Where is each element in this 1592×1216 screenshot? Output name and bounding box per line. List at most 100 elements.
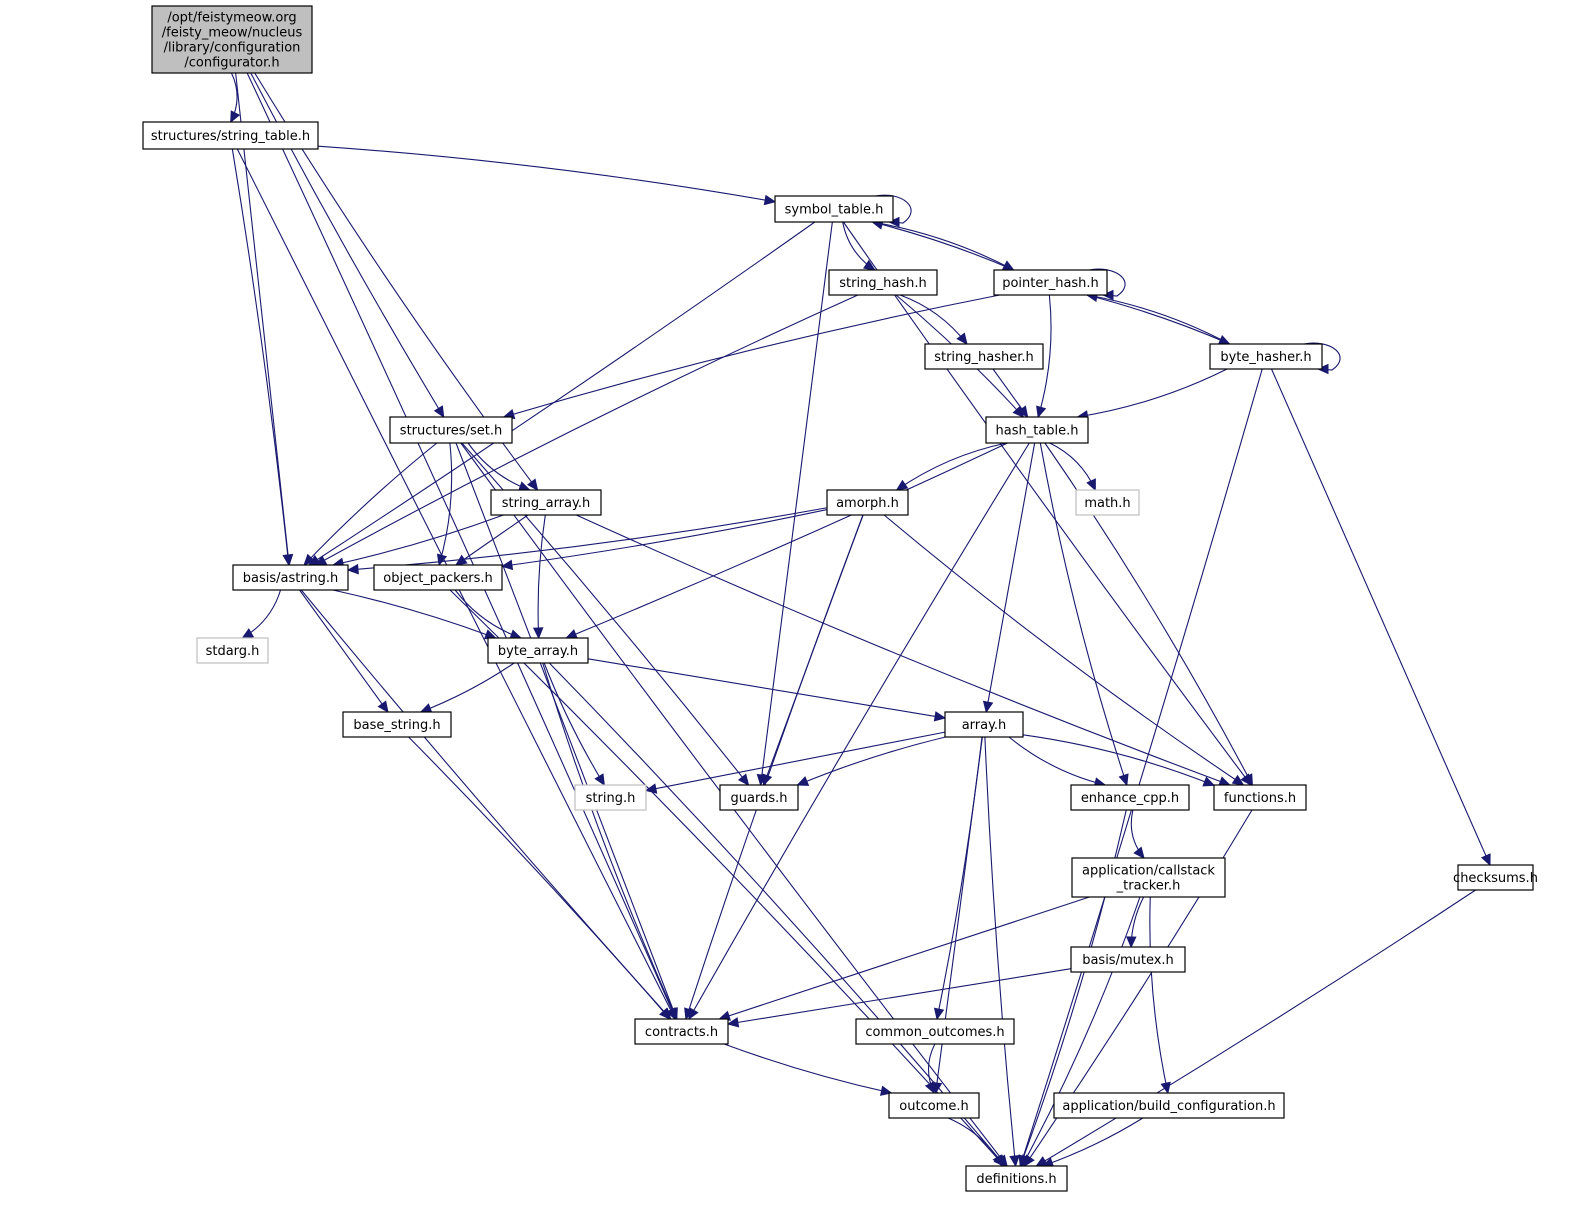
edge-set-to-contracts — [455, 442, 678, 1021]
edge-line — [315, 294, 859, 566]
node-string-hash[interactable]: string_hash.h — [828, 269, 938, 296]
node-functions[interactable]: functions.h — [1213, 784, 1307, 811]
edge-line — [1008, 736, 1106, 786]
node-box — [196, 637, 269, 664]
edge-line — [1149, 896, 1169, 1094]
node-box — [1075, 489, 1140, 516]
node-definitions[interactable]: definitions.h — [965, 1165, 1068, 1192]
node-string-array[interactable]: string_array.h — [490, 489, 602, 516]
node-amorph[interactable]: amorph.h — [826, 489, 909, 516]
arrowhead — [982, 700, 994, 714]
node-checksums[interactable]: checksums.h — [1453, 864, 1538, 891]
node-label: /library/configuration — [164, 41, 301, 56]
node-enhance-cpp[interactable]: enhance_cpp.h — [1070, 784, 1190, 811]
edge-line — [420, 662, 515, 713]
node-label: string_hash.h — [839, 276, 926, 291]
arrowhead — [1316, 363, 1329, 375]
node-math[interactable]: math.h — [1075, 489, 1140, 516]
edge-callstack-to-mutex — [1126, 896, 1145, 949]
node-byte-array[interactable]: byte_array.h — [487, 637, 589, 664]
arrowhead — [436, 553, 448, 567]
node-box — [888, 1092, 980, 1119]
arrowhead — [1242, 773, 1253, 787]
node-base-string[interactable]: base_string.h — [342, 711, 452, 738]
edge-line — [566, 442, 1008, 639]
node-box — [342, 711, 452, 738]
node-label: outcome.h — [899, 1099, 968, 1114]
arrowhead — [933, 1007, 945, 1021]
node-box — [993, 269, 1108, 296]
edge-base_string-to-contracts — [408, 736, 671, 1020]
node-label: byte_array.h — [498, 644, 578, 659]
edge-line — [723, 1043, 892, 1094]
arrowhead — [532, 627, 544, 640]
node-outcome[interactable]: outcome.h — [888, 1092, 980, 1119]
arrowhead — [565, 629, 579, 639]
edge-object_packers-to-definitions — [449, 589, 1006, 1167]
node-symbol-table[interactable]: symbol_table.h — [774, 195, 894, 223]
node-label: byte_hasher.h — [1220, 350, 1311, 365]
edge-line — [727, 968, 1072, 1025]
edge-string_array-to-byte_array — [532, 514, 546, 640]
node-pointer-hash[interactable]: pointer_hash.h — [993, 269, 1108, 296]
node-contracts[interactable]: contracts.h — [634, 1018, 729, 1045]
edge-set-to-string_array — [467, 442, 531, 492]
edge-symbol_table-to-string_hash — [842, 221, 876, 271]
edge-array-to-enhance_cpp — [1008, 736, 1107, 788]
node-label: application/callstack — [1082, 864, 1215, 879]
edge-pointer_hash-to-byte_hasher — [1086, 294, 1231, 345]
node-byte-hasher[interactable]: byte_hasher.h — [1209, 343, 1323, 370]
edge-hash_table-to-math — [1049, 442, 1096, 492]
edge-line — [883, 514, 1244, 786]
node-string-hasher[interactable]: string_hasher.h — [924, 343, 1044, 370]
node-string-table[interactable]: structures/string_table.h — [142, 121, 319, 150]
node-stdarg[interactable]: stdarg.h — [196, 637, 269, 664]
edge-line — [1077, 368, 1228, 418]
edge-line — [250, 72, 445, 418]
node-box — [1053, 1092, 1285, 1119]
node-string-h[interactable]: string.h — [574, 784, 647, 811]
edge-byte_array-to-string_h — [543, 662, 605, 787]
edge-line — [1022, 734, 1215, 786]
node-root[interactable]: /opt/feistymeow.org/feisty_meow/nucleus/… — [151, 5, 313, 74]
node-label: pointer_hash.h — [1002, 276, 1099, 291]
node-label: stdarg.h — [206, 644, 260, 659]
arrowhead — [1231, 774, 1245, 786]
arrowhead — [230, 110, 241, 124]
edge-astring-to-stdarg — [241, 589, 282, 639]
node-box — [924, 343, 1044, 370]
edge-line — [760, 221, 833, 786]
edge-byte_hasher-to-hash_table — [1076, 368, 1228, 421]
node-label: math.h — [1084, 496, 1130, 511]
node-guards[interactable]: guards.h — [719, 784, 799, 811]
arrowhead — [1133, 846, 1145, 859]
node-hash-table[interactable]: hash_table.h — [985, 416, 1089, 444]
node-astring[interactable]: basis/astring.h — [232, 564, 349, 591]
edge-symbol_table-to-symbol_table — [874, 194, 912, 228]
node-box — [232, 564, 349, 591]
edge-line — [1042, 1117, 1144, 1167]
edge-line — [246, 72, 677, 1020]
edge-line — [303, 442, 438, 566]
edge-line — [985, 442, 1036, 713]
node-callstack[interactable]: application/callstack_tracker.h — [1071, 857, 1226, 898]
arrowhead — [282, 553, 293, 567]
node-array[interactable]: array.h — [944, 711, 1024, 738]
arrowhead — [737, 773, 750, 786]
node-object-packers[interactable]: object_packers.h — [373, 564, 503, 591]
node-label: application/build_configuration.h — [1062, 1099, 1275, 1114]
node-build-configuration[interactable]: application/build_configuration.h — [1053, 1092, 1285, 1119]
node-box — [944, 711, 1024, 738]
edge-pointer_hash-to-hash_table — [1036, 294, 1052, 419]
node-set[interactable]: structures/set.h — [389, 416, 513, 444]
edge-byte_array-to-array — [587, 658, 947, 722]
node-label: definitions.h — [976, 1172, 1056, 1187]
node-mutex[interactable]: basis/mutex.h — [1070, 946, 1186, 973]
node-label: functions.h — [1224, 791, 1296, 806]
node-common-outcomes[interactable]: common_outcomes.h — [855, 1018, 1015, 1045]
node-label: basis/astring.h — [243, 571, 338, 586]
edge-build_configuration-to-definitions — [1041, 1117, 1144, 1168]
edge-line — [317, 145, 776, 203]
edge-line — [645, 731, 946, 792]
node-label: hash_table.h — [995, 424, 1078, 439]
